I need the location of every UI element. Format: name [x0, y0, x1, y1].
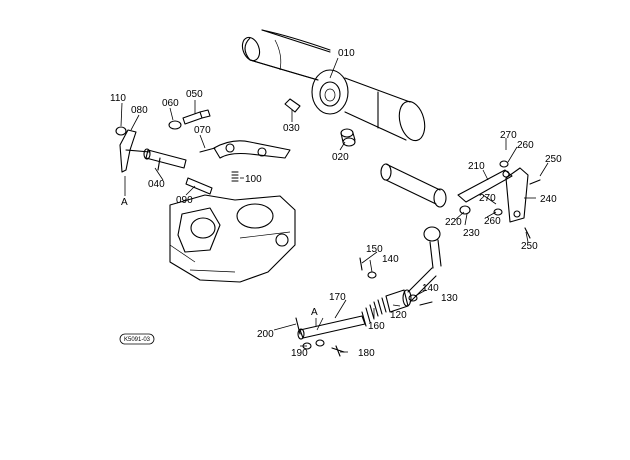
callout-190: 190 [291, 348, 308, 359]
callout-020: 020 [332, 152, 349, 163]
callout-090: 090 [176, 195, 193, 206]
callout-130: 130 [441, 293, 458, 304]
callout-240: 240 [540, 194, 557, 205]
callout-250-lower: 250 [521, 241, 538, 252]
bracket-080 [119, 129, 151, 173]
callout-180: 180 [358, 348, 375, 359]
bolt-050 [182, 109, 211, 125]
rod-clevis [423, 226, 442, 269]
shaft-right [380, 163, 447, 208]
section-marker-a-lower: A [311, 307, 318, 318]
bolt-250 [524, 179, 541, 239]
washer-060 [168, 120, 182, 130]
callout-260-upper: 260 [517, 140, 534, 151]
nut-110 [115, 126, 127, 136]
spring-160 [361, 297, 387, 327]
bushing-020 [340, 128, 356, 147]
pin-090 [185, 177, 213, 195]
callout-060: 060 [162, 98, 179, 109]
callout-040: 040 [148, 179, 165, 190]
spring-pin-070 [199, 147, 216, 153]
callouts: 010 020 030 040 050 060 070 080 090 100 … [110, 48, 562, 359]
spring-100 [231, 171, 239, 182]
section-markers: A A [121, 197, 318, 318]
washer-220 [459, 205, 471, 215]
callout-140-upper: 140 [382, 254, 399, 265]
axle-shaft [241, 29, 426, 142]
section-marker-a-left: A [121, 197, 128, 208]
callout-150: 150 [366, 244, 383, 255]
link-arm [213, 140, 291, 159]
bolt-030 [284, 98, 301, 113]
callout-200: 200 [257, 329, 274, 340]
callout-230: 230 [463, 228, 480, 239]
callout-250-upper: 250 [545, 154, 562, 165]
leader-lines [120, 57, 549, 353]
washer-140 [367, 271, 418, 302]
callout-110: 110 [110, 93, 126, 104]
sleeve-120 [385, 289, 412, 313]
callout-140-lower: 140 [422, 283, 439, 294]
pin-150 [359, 257, 363, 271]
callout-270-lower: 270 [479, 193, 496, 204]
rod-upper [407, 267, 437, 303]
washer-260 [493, 160, 509, 216]
rod-170 [297, 315, 366, 340]
reference-code: K5091-03 [124, 337, 151, 343]
pin-200 [295, 317, 301, 335]
bolt-180 [331, 345, 345, 357]
callout-220: 220 [445, 217, 462, 228]
callout-160: 160 [368, 321, 385, 332]
callout-050: 050 [186, 89, 203, 100]
lever-240 [505, 167, 529, 223]
callout-070: 070 [194, 125, 211, 136]
callout-270-upper: 270 [500, 130, 517, 141]
callout-260-lower: 260 [484, 216, 501, 227]
reference-badge: K5091-03 [119, 333, 155, 345]
callout-030: 030 [283, 123, 300, 134]
callout-010: 010 [338, 48, 355, 59]
callout-080: 080 [131, 105, 148, 116]
callout-210: 210 [468, 161, 485, 172]
bolt-130 [419, 301, 433, 306]
callout-170: 170 [329, 292, 346, 303]
lever-shaft-040 [143, 148, 187, 171]
callout-120: 120 [390, 310, 407, 321]
housing-block [169, 194, 296, 283]
lever-210 [457, 169, 513, 203]
callout-100: 100 [245, 174, 262, 185]
